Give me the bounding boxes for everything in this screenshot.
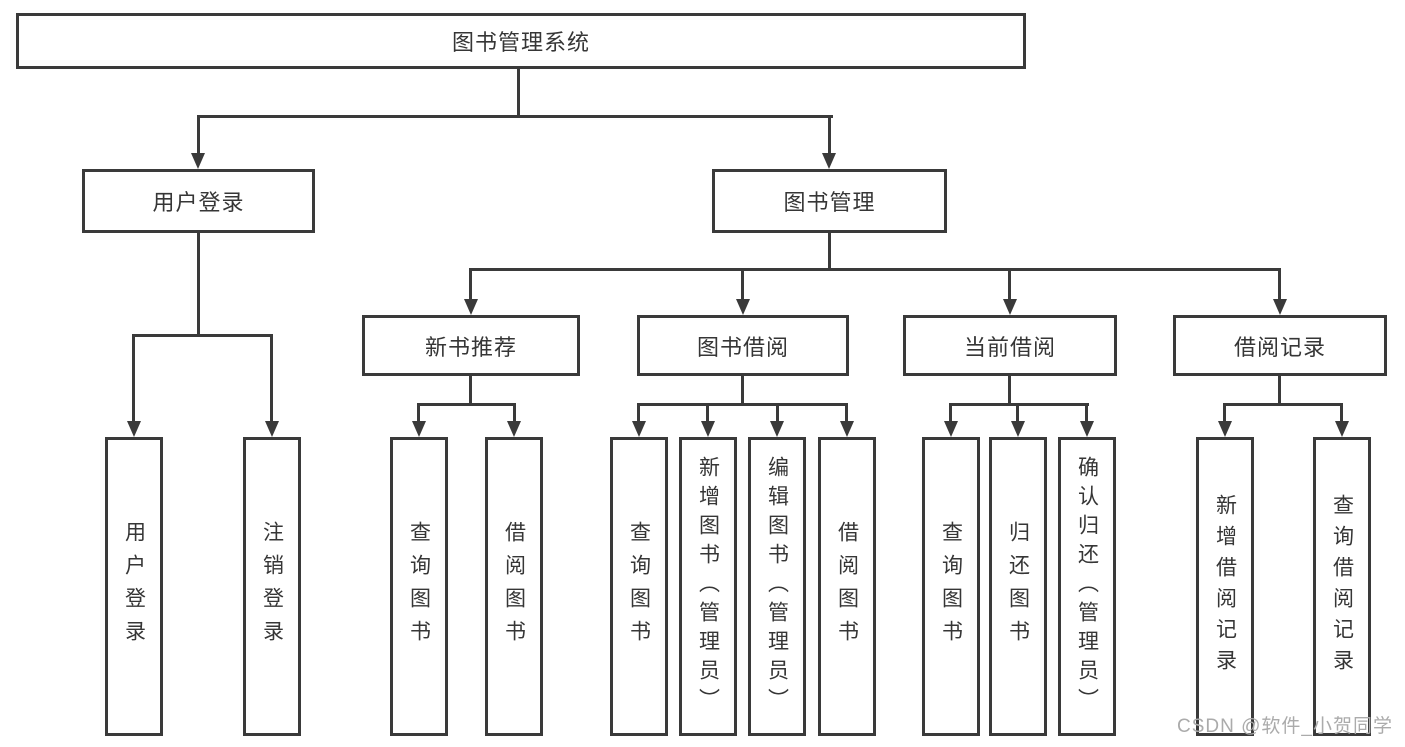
edge-line (132, 334, 135, 423)
leaf-label: 注销登录 (260, 520, 284, 653)
edge-line (637, 403, 640, 423)
arrowhead-down-icon (736, 299, 750, 315)
node-user-login: 用户登录 (82, 169, 315, 233)
edge-line (845, 403, 848, 423)
edge-line (1278, 268, 1281, 301)
arrowhead-down-icon (1335, 421, 1349, 437)
edge-line (513, 403, 516, 423)
leaf-label: 查询借阅记录 (1330, 493, 1354, 680)
edge-line (949, 403, 1089, 406)
leaf-label: 查询图书 (939, 520, 963, 653)
leaf-label: 新增借阅记录 (1213, 493, 1237, 680)
node-leaf-nbr-query-book: 查询图书 (390, 437, 448, 736)
arrowhead-down-icon (1273, 299, 1287, 315)
leaf-label: 新增图书（管理员） (696, 456, 720, 717)
edge-line (1223, 403, 1343, 406)
edge-line (776, 403, 779, 423)
edge-line (828, 233, 831, 271)
node-leaf-cb-return-book: 归还图书 (989, 437, 1047, 736)
leaf-label: 借阅图书 (502, 520, 526, 653)
edge-line (1223, 403, 1226, 423)
node-leaf-br-query-record: 查询借阅记录 (1313, 437, 1371, 736)
edge-line (469, 376, 472, 406)
arrowhead-down-icon (1080, 421, 1094, 437)
edge-line (417, 403, 516, 406)
edge-line (1340, 403, 1343, 423)
edge-line (1278, 376, 1281, 406)
node-leaf-br-add-record: 新增借阅记录 (1196, 437, 1254, 736)
arrowhead-down-icon (632, 421, 646, 437)
arrowhead-down-icon (464, 299, 478, 315)
node-book-management: 图书管理 (712, 169, 947, 233)
arrowhead-down-icon (701, 421, 715, 437)
node-leaf-cb-confirm-return-admin: 确认归还（管理员） (1058, 437, 1116, 736)
edge-line (949, 403, 952, 423)
node-leaf-nbr-borrow-book: 借阅图书 (485, 437, 543, 736)
edge-line (469, 268, 1281, 271)
leaf-label: 借阅图书 (835, 520, 859, 653)
edge-line (1008, 268, 1011, 301)
leaf-label: 编辑图书（管理员） (765, 456, 789, 717)
node-leaf-cb-query-book: 查询图书 (922, 437, 980, 736)
node-borrowing-records: 借阅记录 (1173, 315, 1387, 376)
node-leaf-bb-query-book: 查询图书 (610, 437, 668, 736)
node-root: 图书管理系统 (16, 13, 1026, 69)
leaf-label: 用户登录 (122, 520, 146, 653)
node-new-book-recommend: 新书推荐 (362, 315, 580, 376)
arrowhead-down-icon (1003, 299, 1017, 315)
node-leaf-bb-borrow-book: 借阅图书 (818, 437, 876, 736)
node-current-borrowing: 当前借阅 (903, 315, 1117, 376)
arrowhead-down-icon (822, 153, 836, 169)
edge-line (197, 233, 200, 337)
edge-line (132, 334, 273, 337)
node-leaf-logout: 注销登录 (243, 437, 301, 736)
node-leaf-bb-edit-book-admin: 编辑图书（管理员） (748, 437, 806, 736)
edge-line (197, 115, 833, 118)
arrowhead-down-icon (840, 421, 854, 437)
arrowhead-down-icon (770, 421, 784, 437)
leaf-label: 归还图书 (1006, 520, 1030, 653)
edge-line (1085, 403, 1088, 423)
arrowhead-down-icon (412, 421, 426, 437)
arrowhead-down-icon (191, 153, 205, 169)
node-leaf-bb-add-book-admin: 新增图书（管理员） (679, 437, 737, 736)
csdn-watermark: CSDN @软件_小贺同学 (1177, 716, 1393, 737)
edge-line (197, 115, 200, 155)
edge-line (469, 268, 472, 301)
arrowhead-down-icon (507, 421, 521, 437)
edge-line (741, 376, 744, 406)
edge-line (706, 403, 709, 423)
leaf-label: 查询图书 (627, 520, 651, 653)
edge-line (517, 68, 520, 118)
edge-line (637, 403, 848, 406)
edge-line (270, 334, 273, 423)
leaf-label: 查询图书 (407, 520, 431, 653)
leaf-label: 确认归还（管理员） (1075, 456, 1099, 717)
arrowhead-down-icon (265, 421, 279, 437)
arrowhead-down-icon (944, 421, 958, 437)
edge-line (741, 268, 744, 301)
edge-line (417, 403, 420, 423)
node-leaf-user-login: 用户登录 (105, 437, 163, 736)
arrowhead-down-icon (1218, 421, 1232, 437)
node-book-borrowing: 图书借阅 (637, 315, 849, 376)
arrowhead-down-icon (127, 421, 141, 437)
edge-line (1016, 403, 1019, 423)
arrowhead-down-icon (1011, 421, 1025, 437)
edge-line (828, 115, 831, 155)
edge-line (1008, 376, 1011, 406)
